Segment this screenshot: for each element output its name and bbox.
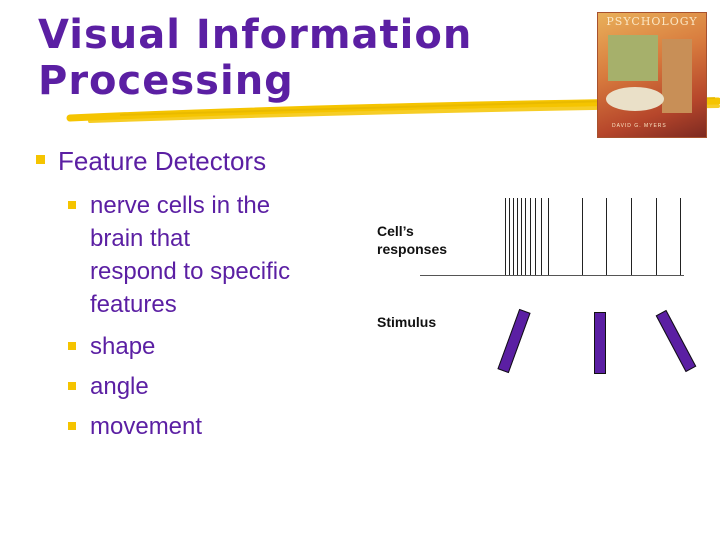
bullet-marker [68, 201, 76, 209]
response-spike [631, 198, 632, 276]
bullet-text-line: features [90, 291, 177, 318]
cover-table [606, 87, 664, 111]
response-spike [509, 198, 510, 276]
stimulus-bar-tilted-left [655, 309, 697, 373]
textbook-cover-image: PSYCHOLOGY DAVID G. MYERS [597, 12, 707, 138]
response-spike [513, 198, 514, 276]
cover-window [608, 35, 658, 81]
slide-title: Visual Information Processing [38, 12, 472, 104]
response-spike [548, 198, 549, 276]
response-baseline [420, 275, 684, 276]
heading-feature-detectors: Feature Detectors [58, 146, 267, 176]
bullet-text-line: respond to specific [90, 258, 291, 285]
stimulus-bar-tilted-right [497, 308, 531, 374]
response-spike [517, 198, 518, 276]
response-spike [505, 198, 506, 276]
response-spike [606, 198, 607, 276]
slide-title-line-1: Visual Information [38, 12, 473, 58]
stimulus-label: Stimulus [377, 314, 437, 330]
response-spike [541, 198, 542, 276]
response-spike [582, 198, 583, 276]
cells-responses-label-line-2: responses [377, 241, 448, 257]
response-spike [680, 198, 681, 276]
bullet-text-line: brain that [90, 225, 191, 252]
response-spike [535, 198, 536, 276]
response-spike [525, 198, 526, 276]
bullet-marker [36, 155, 45, 164]
cover-author: DAVID G. MYERS [612, 123, 667, 129]
response-spike [521, 198, 522, 276]
bullet-angle: angle [90, 373, 149, 400]
bullet-movement: movement [90, 413, 203, 440]
stimulus-bar-vertical [594, 312, 606, 374]
cover-door [662, 39, 692, 113]
bullet-marker [68, 342, 76, 350]
cover-title: PSYCHOLOGY [606, 15, 698, 28]
cells-responses-label-line-1: Cell’s [377, 223, 414, 239]
bullet-shape: shape [90, 333, 156, 360]
response-spike [530, 198, 531, 276]
response-spike [656, 198, 657, 276]
bullet-marker [68, 382, 76, 390]
slide-title-line-2: Processing [38, 58, 294, 104]
bullet-text-line: nerve cells in the [90, 192, 271, 219]
bullet-marker [68, 422, 76, 430]
cells-responses-label: Cell’s responses [377, 222, 447, 258]
